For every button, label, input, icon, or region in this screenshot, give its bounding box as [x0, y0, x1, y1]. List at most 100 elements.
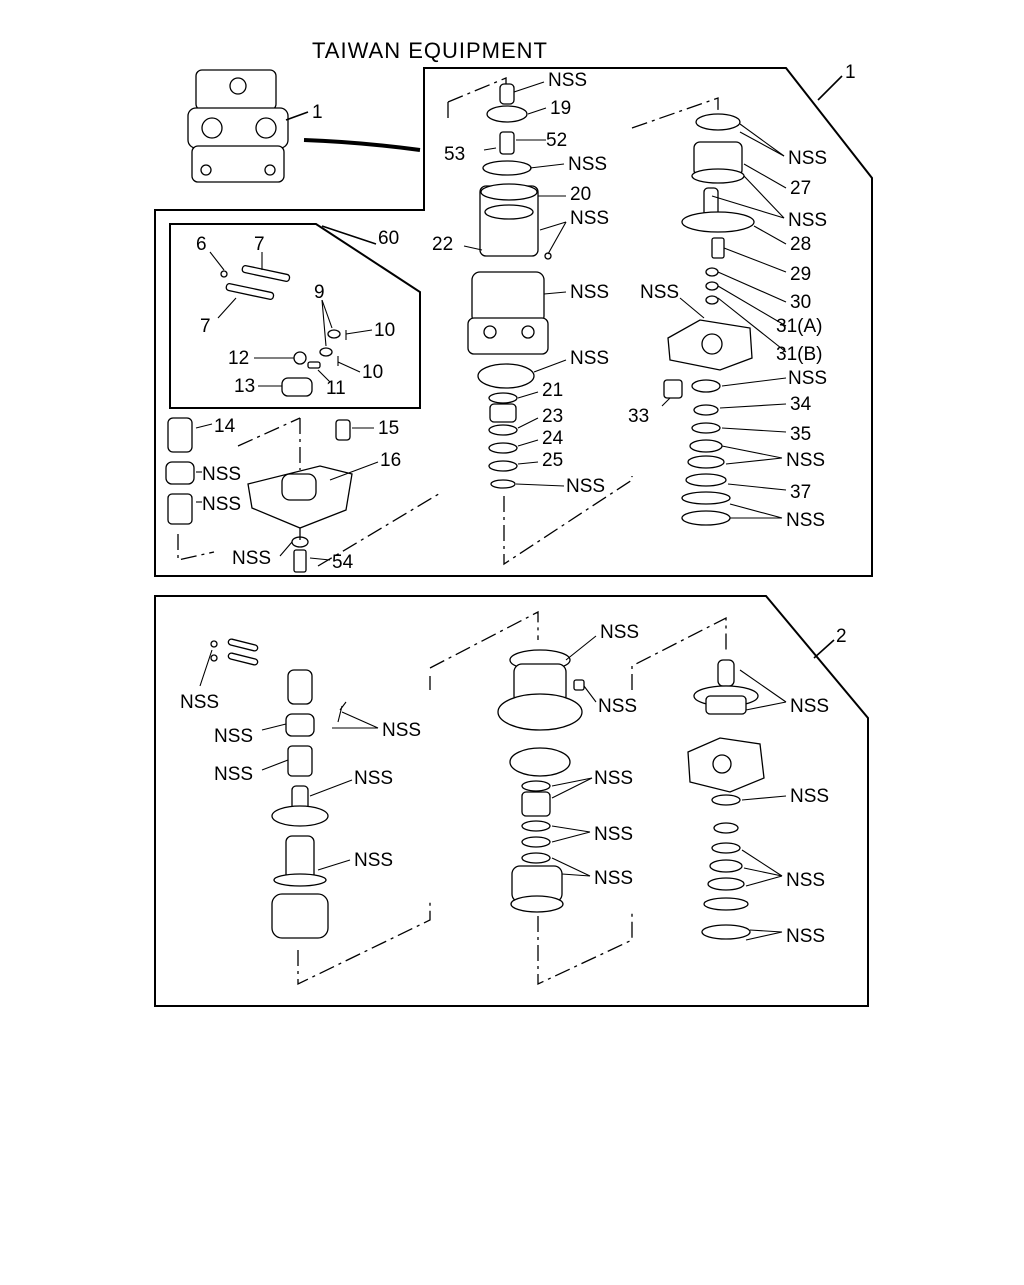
label-bottom-nss-c1: NSS	[790, 696, 829, 717]
kit-60-labels: 6 7 7 9 10 10 12 11 13	[196, 234, 395, 399]
label-nss-ll1: NSS	[202, 464, 241, 485]
label-37: 37	[790, 482, 811, 503]
bottom-col-a-leaders	[199, 649, 379, 871]
label-bottom-nss-c2: NSS	[790, 786, 829, 807]
col-b-leaders	[463, 81, 567, 487]
label-54: 54	[332, 552, 354, 573]
label-nss-c5: NSS	[786, 450, 825, 471]
bottom-col-c-leaders	[739, 669, 787, 941]
label-6: 6	[196, 234, 207, 255]
kit-60-leaders	[209, 251, 373, 387]
label-10a: 10	[374, 320, 395, 341]
bottom-col-c-labels: NSS NSS NSS NSS	[786, 696, 829, 947]
bottom-col-b-centerlines	[429, 610, 633, 986]
col-c-centerline	[631, 97, 719, 129]
label-nss-b1: NSS	[548, 70, 587, 91]
label-nss-c1: NSS	[788, 148, 827, 169]
label-bottom-nss-b4: NSS	[594, 824, 633, 845]
label-bottom-nss-a1: NSS	[180, 692, 219, 713]
label-nss-b4: NSS	[570, 282, 609, 303]
col-b-labels: NSS 19 53 52 NSS 20 NSS 22 NSS NSS 21 23…	[432, 70, 609, 497]
label-14: 14	[214, 416, 236, 437]
label-nss-c3: NSS	[640, 282, 679, 303]
label-16: 16	[380, 450, 401, 471]
kit-60-parts	[220, 264, 347, 397]
label-bottom-nss-c3: NSS	[786, 870, 825, 891]
label-20: 20	[570, 184, 591, 205]
assembly-2-leader	[813, 639, 835, 659]
label-bottom-nss-a3: NSS	[214, 764, 253, 785]
label-bottom-nss-b5: NSS	[594, 868, 633, 889]
assembly-1-label: 1	[845, 62, 856, 83]
label-31a: 31(A)	[776, 316, 822, 337]
label-nss-b5: NSS	[570, 348, 609, 369]
label-31b: 31(B)	[776, 344, 822, 365]
col-c-parts	[663, 113, 755, 526]
pump-connector-line	[303, 138, 421, 152]
label-nss-ll2: NSS	[202, 494, 241, 515]
col-c-labels: NSS 27 NSS 28 29 30 NSS 31(A) 31(B) NSS …	[628, 148, 827, 531]
lower-left-centerlines	[177, 417, 443, 567]
bottom-col-b-labels: NSS NSS NSS NSS NSS	[594, 622, 639, 889]
label-11: 11	[326, 378, 346, 399]
brake-valve-assembly-drawing	[187, 69, 289, 183]
bottom-col-b-leaders	[551, 635, 597, 877]
bottom-col-a-labels: NSS NSS NSS NSS NSS NSS	[180, 692, 421, 871]
label-24: 24	[542, 428, 564, 449]
label-52: 52	[546, 130, 567, 151]
label-bottom-nss-c4: NSS	[786, 926, 825, 947]
label-34: 34	[790, 394, 812, 415]
label-19: 19	[550, 98, 571, 119]
label-nss-c6: NSS	[786, 510, 825, 531]
label-9: 9	[314, 282, 325, 303]
col-c-leaders	[661, 123, 787, 519]
lower-left-parts	[165, 417, 353, 573]
label-nss-b2: NSS	[568, 154, 607, 175]
label-bottom-nss-b3: NSS	[594, 768, 633, 789]
label-bottom-nss-a5: NSS	[354, 850, 393, 871]
pump-leader	[285, 111, 309, 121]
assembly-1-leader	[817, 75, 843, 101]
col-b-parts	[467, 83, 552, 489]
label-bottom-nss-a6: NSS	[382, 720, 421, 741]
label-bottom-nss-b2: NSS	[598, 696, 637, 717]
label-nss-c2: NSS	[788, 210, 827, 231]
label-7b: 7	[200, 316, 211, 337]
label-13: 13	[234, 376, 255, 397]
label-25: 25	[542, 450, 563, 471]
bottom-col-a-parts	[210, 638, 347, 939]
label-35: 35	[790, 424, 811, 445]
assembly-2-frame	[154, 595, 869, 1007]
label-nss-c4: NSS	[788, 368, 827, 389]
label-33: 33	[628, 406, 649, 427]
label-bottom-nss-a4: NSS	[354, 768, 393, 789]
kit-60-frame	[169, 223, 421, 409]
label-21: 21	[542, 380, 563, 401]
label-27: 27	[790, 178, 811, 199]
label-12: 12	[228, 348, 249, 369]
lower-left-labels: 14 NSS NSS 15 16 NSS 54	[202, 416, 401, 573]
bottom-col-b-parts	[497, 649, 585, 913]
assembly-2-label: 2	[836, 626, 847, 647]
label-30: 30	[790, 292, 811, 313]
label-10b: 10	[362, 362, 383, 383]
bottom-col-c-parts	[687, 659, 765, 940]
label-23: 23	[542, 406, 563, 427]
bottom-col-c-centerline	[631, 616, 727, 690]
lower-left-leaders	[195, 423, 379, 561]
label-bottom-nss-b1: NSS	[600, 622, 639, 643]
label-28: 28	[790, 234, 811, 255]
label-nss-ll3: NSS	[232, 548, 271, 569]
label-bottom-nss-a2: NSS	[214, 726, 253, 747]
label-15: 15	[378, 418, 399, 439]
label-22: 22	[432, 234, 453, 255]
diagram-title: TAIWAN EQUIPMENT	[312, 38, 548, 63]
label-29: 29	[790, 264, 811, 285]
label-7a: 7	[254, 234, 265, 255]
bottom-col-a-centerlines	[297, 676, 431, 986]
kit-60-label: 60	[378, 228, 399, 249]
label-53: 53	[444, 144, 465, 165]
label-nss-b3: NSS	[570, 208, 609, 229]
